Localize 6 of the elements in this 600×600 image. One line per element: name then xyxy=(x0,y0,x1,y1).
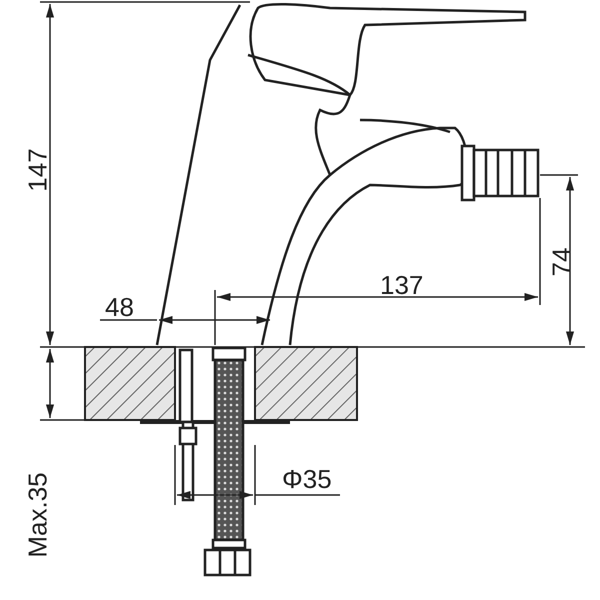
dimension-label: Φ35 xyxy=(282,466,332,492)
dimension-label: 147 xyxy=(24,148,50,192)
dimension-label: 137 xyxy=(380,272,424,298)
dimension-label: 74 xyxy=(548,248,574,276)
dimension-label: 48 xyxy=(105,294,134,320)
dimension-label: Max.35 xyxy=(24,472,50,558)
